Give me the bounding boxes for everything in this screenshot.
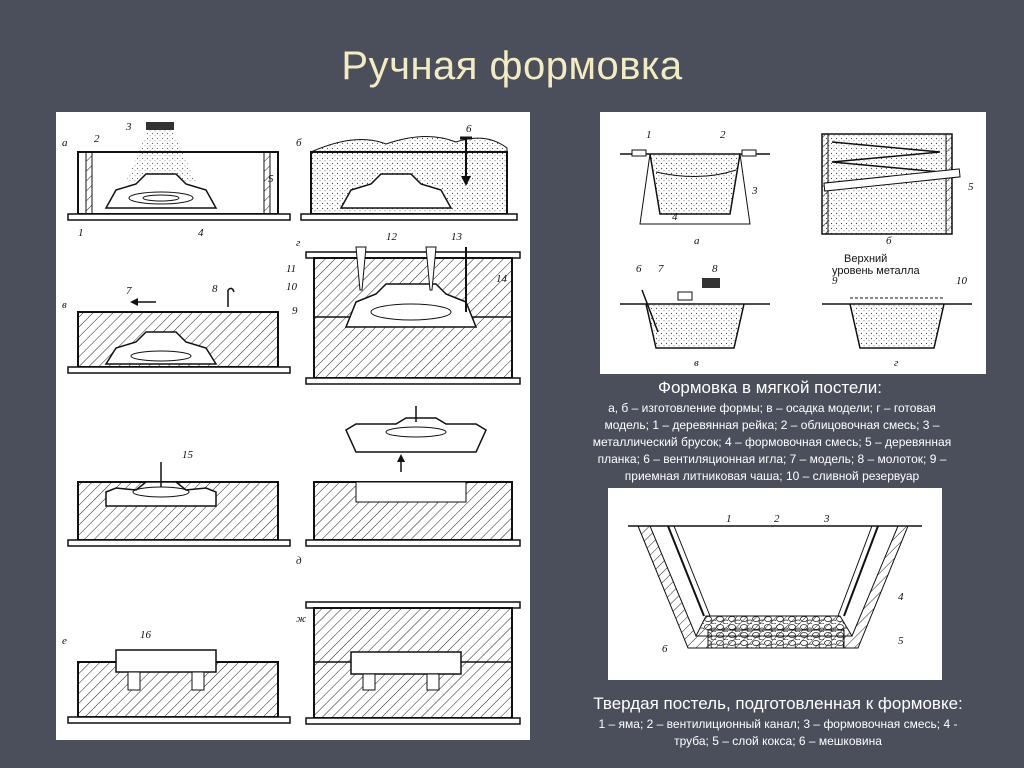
soft-bed-caption-line: модель; 1 – деревянная рейка; 2 – облицо… bbox=[604, 418, 940, 432]
soft-bed-drawing: а б в г 1 2 3 4 5 6 7 8 9 10 Верхний уро… bbox=[620, 129, 974, 369]
callout-11: 11 bbox=[286, 263, 296, 275]
hard-bed-callout-3: 3 bbox=[823, 513, 830, 525]
panel-letter-e: е bbox=[62, 635, 67, 647]
metal-level-annotation-line2: уровень металла bbox=[832, 265, 920, 277]
hard-bed-figure: 1 2 3 4 5 6 bbox=[608, 488, 942, 680]
soft-bed-callout-10: 10 bbox=[956, 275, 968, 287]
callout-15: 15 bbox=[182, 449, 194, 461]
soft-bed-callout-9: 9 bbox=[832, 275, 838, 287]
soft-bed-panel-a-drawing bbox=[620, 149, 770, 225]
callout-3: 3 bbox=[125, 121, 132, 133]
metal-level-annotation-line1: Верхний bbox=[844, 253, 887, 265]
soft-bed-callout-6: 6 bbox=[636, 263, 642, 275]
hard-bed-callout-1: 1 bbox=[726, 513, 732, 525]
soft-bed-caption-line: а, б – изготовление формы; в – осадка мо… bbox=[608, 401, 936, 415]
callout-6: 6 bbox=[466, 123, 472, 135]
soft-bed-callout-5: 5 bbox=[968, 181, 974, 193]
soft-bed-callout-7: 7 bbox=[658, 263, 664, 275]
hard-bed-callout-5: 5 bbox=[898, 635, 904, 647]
hand-molding-stages-drawing: а б в г д е ж 1 2 3 4 5 6 7 8 9 10 11 12… bbox=[62, 121, 521, 725]
callout-10: 10 bbox=[286, 281, 298, 293]
soft-bed-callout-2: 2 bbox=[720, 129, 726, 141]
stage-zh-drawing bbox=[305, 601, 521, 725]
hard-bed-pit bbox=[628, 525, 922, 649]
panel-letter-b: б bbox=[296, 137, 302, 149]
soft-bed-caption-line: металлический брусок; 4 – формовочная см… bbox=[592, 435, 952, 449]
callout-4: 4 bbox=[198, 227, 204, 239]
callout-9: 9 bbox=[292, 305, 298, 317]
soft-bed-letter-a: а bbox=[694, 235, 700, 247]
hard-bed-caption-title: Твердая постель, подготовленная к формов… bbox=[593, 694, 963, 713]
callout-5: 5 bbox=[268, 173, 274, 185]
hard-bed-caption-line: труба; 5 – слой кокса; 6 – мешковина bbox=[674, 734, 882, 748]
hand-molding-stages-figure: а б в г д е ж 1 2 3 4 5 6 7 8 9 10 11 12… bbox=[56, 112, 530, 740]
soft-bed-callout-1: 1 bbox=[646, 129, 652, 141]
panel-letter-zh: ж bbox=[296, 613, 307, 625]
callout-13: 13 bbox=[451, 231, 463, 243]
stage-d-right-drawing bbox=[305, 406, 521, 547]
callout-2: 2 bbox=[94, 133, 100, 145]
soft-bed-caption-title: Формовка в мягкой постели: bbox=[658, 378, 882, 397]
panel-letter-a: а bbox=[62, 137, 68, 149]
soft-bed-caption-line: приемная литниковая чаша; 10 – сливной р… bbox=[624, 469, 920, 483]
panel-letter-g: г bbox=[296, 237, 301, 249]
stage-v-drawing bbox=[67, 287, 291, 374]
soft-bed-letter-v: в bbox=[694, 357, 699, 369]
callout-16: 16 bbox=[140, 629, 152, 641]
hard-bed-callout-4: 4 bbox=[898, 591, 904, 603]
hard-bed-callout-6: 6 bbox=[662, 643, 668, 655]
soft-bed-callout-8: 8 bbox=[712, 263, 718, 275]
stage-b-drawing bbox=[300, 135, 518, 221]
hard-bed-caption-line: 1 – яма; 2 – вентилиционный канал; 3 – ф… bbox=[598, 717, 958, 731]
stage-g-drawing bbox=[305, 246, 521, 385]
callout-1: 1 bbox=[78, 227, 84, 239]
stage-e-drawing bbox=[67, 649, 291, 724]
soft-bed-callout-4: 4 bbox=[672, 211, 678, 223]
soft-bed-caption-line: планка; 6 – вентиляционная игла; 7 – мод… bbox=[597, 452, 947, 466]
soft-bed-panel-v-drawing bbox=[620, 278, 770, 349]
hard-bed-drawing: 1 2 3 4 5 6 bbox=[628, 513, 922, 655]
callout-12: 12 bbox=[386, 231, 398, 243]
callout-8: 8 bbox=[212, 283, 218, 295]
panel-letter-v: в bbox=[62, 299, 67, 311]
stage-a-drawing bbox=[67, 122, 291, 221]
callout-7: 7 bbox=[126, 285, 132, 297]
hard-bed-caption-text: 1 – яма; 2 – вентилиционный канал; 3 – ф… bbox=[548, 716, 1008, 750]
soft-bed-figure: а б в г 1 2 3 4 5 6 7 8 9 10 Верхний уро… bbox=[600, 112, 986, 374]
soft-bed-letter-b: б bbox=[886, 235, 892, 247]
soft-bed-panel-b-drawing bbox=[821, 133, 961, 235]
soft-bed-panel-g-drawing bbox=[822, 297, 972, 349]
slide-title: Ручная формовка bbox=[341, 44, 683, 88]
soft-bed-callout-3: 3 bbox=[751, 185, 758, 197]
soft-bed-caption-text: а, б – изготовление формы; в – осадка мо… bbox=[552, 400, 992, 485]
callout-14: 14 bbox=[496, 273, 508, 285]
soft-bed-letter-g: г bbox=[894, 357, 899, 369]
hard-bed-callout-2: 2 bbox=[774, 513, 780, 525]
panel-letter-d: д bbox=[296, 555, 302, 567]
stage-d-left-drawing bbox=[67, 462, 291, 547]
